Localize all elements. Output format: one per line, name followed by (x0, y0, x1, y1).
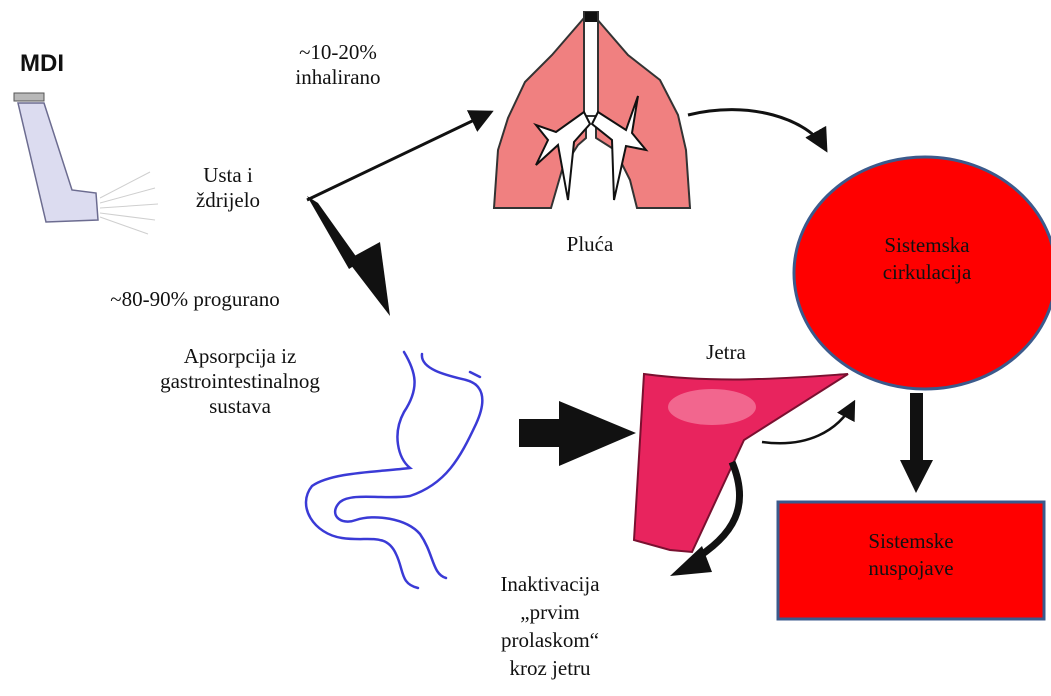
absorption-label-line-3: sustava (120, 394, 360, 419)
circulation-label: Sistemska cirkulacija (808, 232, 1046, 286)
arrow-lungs-to-circulation (688, 110, 826, 150)
arrow-mouth-to-lungs (307, 112, 491, 200)
side-effects-label: Sistemske nuspojave (778, 528, 1044, 582)
circulation-label-line-1: Sistemska (808, 232, 1046, 259)
inhaled-label-line-2: inhalirano (268, 65, 408, 90)
inhaled-label: ~10-20% inhalirano (268, 40, 408, 90)
inhaler-icon (14, 93, 158, 234)
lungs-icon (494, 12, 690, 208)
mouth-label-line-1: Usta i (168, 163, 288, 188)
inactivation-label-line-1: Inaktivacija (470, 570, 630, 598)
liver-label-text: Jetra (686, 340, 766, 365)
inactivation-label: Inaktivacija „prvim prolaskom“ kroz jetr… (470, 570, 630, 682)
circulation-label-line-2: cirkulacija (808, 259, 1046, 286)
inhaled-label-line-1: ~10-20% (268, 40, 408, 65)
inactivation-label-line-4: kroz jetru (470, 654, 630, 682)
lungs-label-text: Pluća (550, 232, 630, 257)
absorption-label-line-1: Apsorpcija iz (120, 344, 360, 369)
mouth-label: Usta i ždrijelo (168, 163, 288, 213)
absorption-label: Apsorpcija iz gastrointestinalnog sustav… (120, 344, 360, 419)
device-label: MDI (20, 50, 64, 78)
mouth-label-line-2: ždrijelo (168, 188, 288, 213)
absorption-label-line-2: gastrointestinalnog (120, 369, 360, 394)
side-effects-label-line-2: nuspojave (778, 555, 1044, 582)
swallowed-label: ~80-90% progurano (60, 287, 330, 312)
arrow-circulation-to-side-effects (900, 393, 933, 493)
lungs-label: Pluća (550, 232, 630, 257)
inactivation-label-line-2: „prvim (470, 598, 630, 626)
inactivation-label-line-3: prolaskom“ (470, 626, 630, 654)
side-effects-label-line-1: Sistemske (778, 528, 1044, 555)
arrow-gi-to-liver (519, 401, 636, 466)
swallowed-label-text: ~80-90% progurano (60, 287, 330, 312)
liver-label: Jetra (686, 340, 766, 365)
